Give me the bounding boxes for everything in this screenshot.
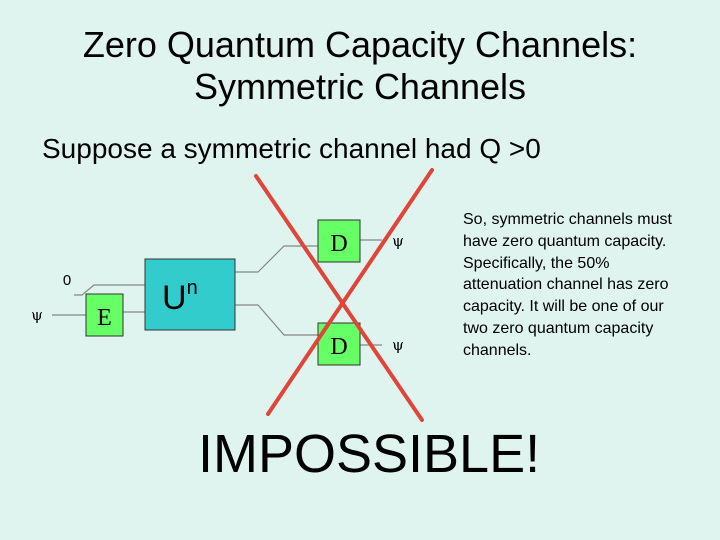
input-psi-label: ψ	[31, 306, 43, 324]
slide-title: Zero Quantum Capacity Channels: Symmetri…	[0, 24, 720, 108]
decoder-bottom-label: D	[330, 334, 347, 360]
wire-u-to-top-d	[235, 245, 318, 273]
title-line-1: Zero Quantum Capacity Channels:	[82, 24, 638, 65]
encoder-box	[85, 293, 124, 337]
decoder-top-label: D	[330, 231, 347, 257]
unitary-label: Un	[162, 277, 198, 317]
wire-u-to-bottom-d	[235, 304, 318, 336]
input-zero-label: 0	[63, 272, 71, 289]
impossible-verdict: IMPOSSIBLE!	[198, 424, 541, 484]
output-top-psi: ψ	[392, 232, 404, 250]
explanation-text: So, symmetric channels must have zero qu…	[463, 211, 672, 359]
decoder-top-box	[317, 219, 361, 263]
encoder-label: E	[97, 305, 112, 331]
unitary-box	[144, 258, 236, 331]
output-bottom-psi: ψ	[392, 336, 404, 354]
wire-zero	[74, 284, 145, 296]
subtitle: Suppose a symmetric channel had Q >0	[42, 133, 541, 164]
red-cross-stroke-2	[266, 168, 434, 416]
red-cross-stroke-1	[254, 174, 424, 422]
title-line-2: Symmetric Channels	[193, 66, 527, 107]
unitary-superscript: n	[187, 277, 198, 299]
